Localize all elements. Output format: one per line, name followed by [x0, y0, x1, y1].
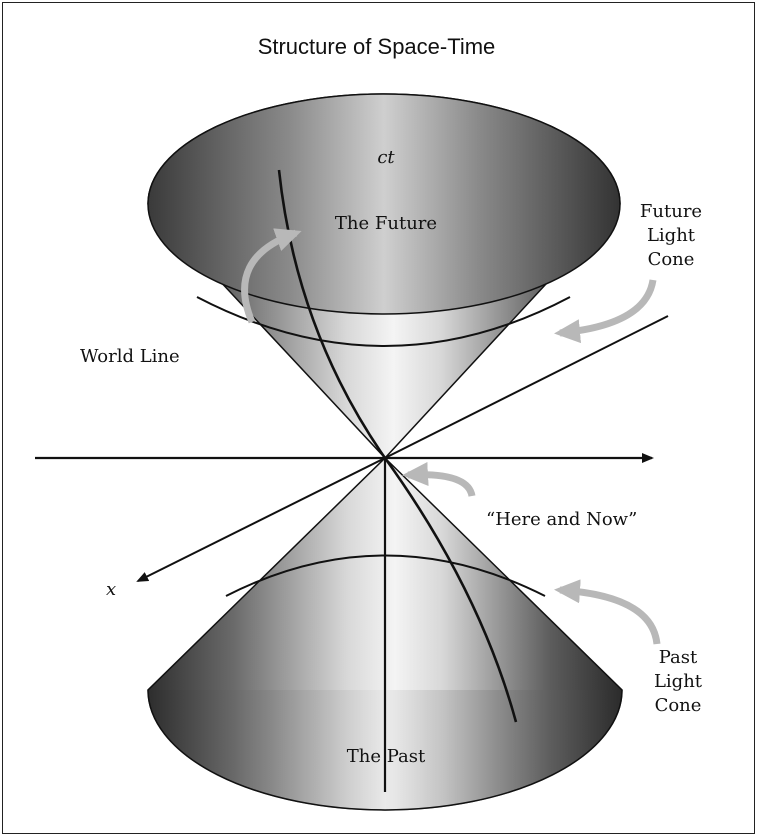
past-cone-label-2: Light — [638, 670, 718, 694]
past-cone-arrow — [560, 590, 657, 644]
future-cone-arrow — [560, 280, 653, 333]
future-cone-label-3: Cone — [626, 248, 716, 272]
past-label: The Past — [322, 745, 450, 769]
past-cone-label: Past Light Cone — [638, 646, 718, 718]
ct-axis-label: ct — [364, 146, 408, 170]
x-axis-label: x — [106, 578, 116, 602]
future-cone-label-2: Light — [626, 224, 716, 248]
future-label: The Future — [318, 212, 454, 236]
past-cone-label-3: Cone — [638, 694, 718, 718]
future-cone-top — [148, 94, 620, 314]
future-cone-label-1: Future — [626, 200, 716, 224]
here-and-now-label: “Here and Now” — [486, 508, 637, 532]
future-cone-label: Future Light Cone — [626, 200, 716, 272]
world-line-label: World Line — [80, 345, 180, 369]
past-cone-label-1: Past — [638, 646, 718, 670]
